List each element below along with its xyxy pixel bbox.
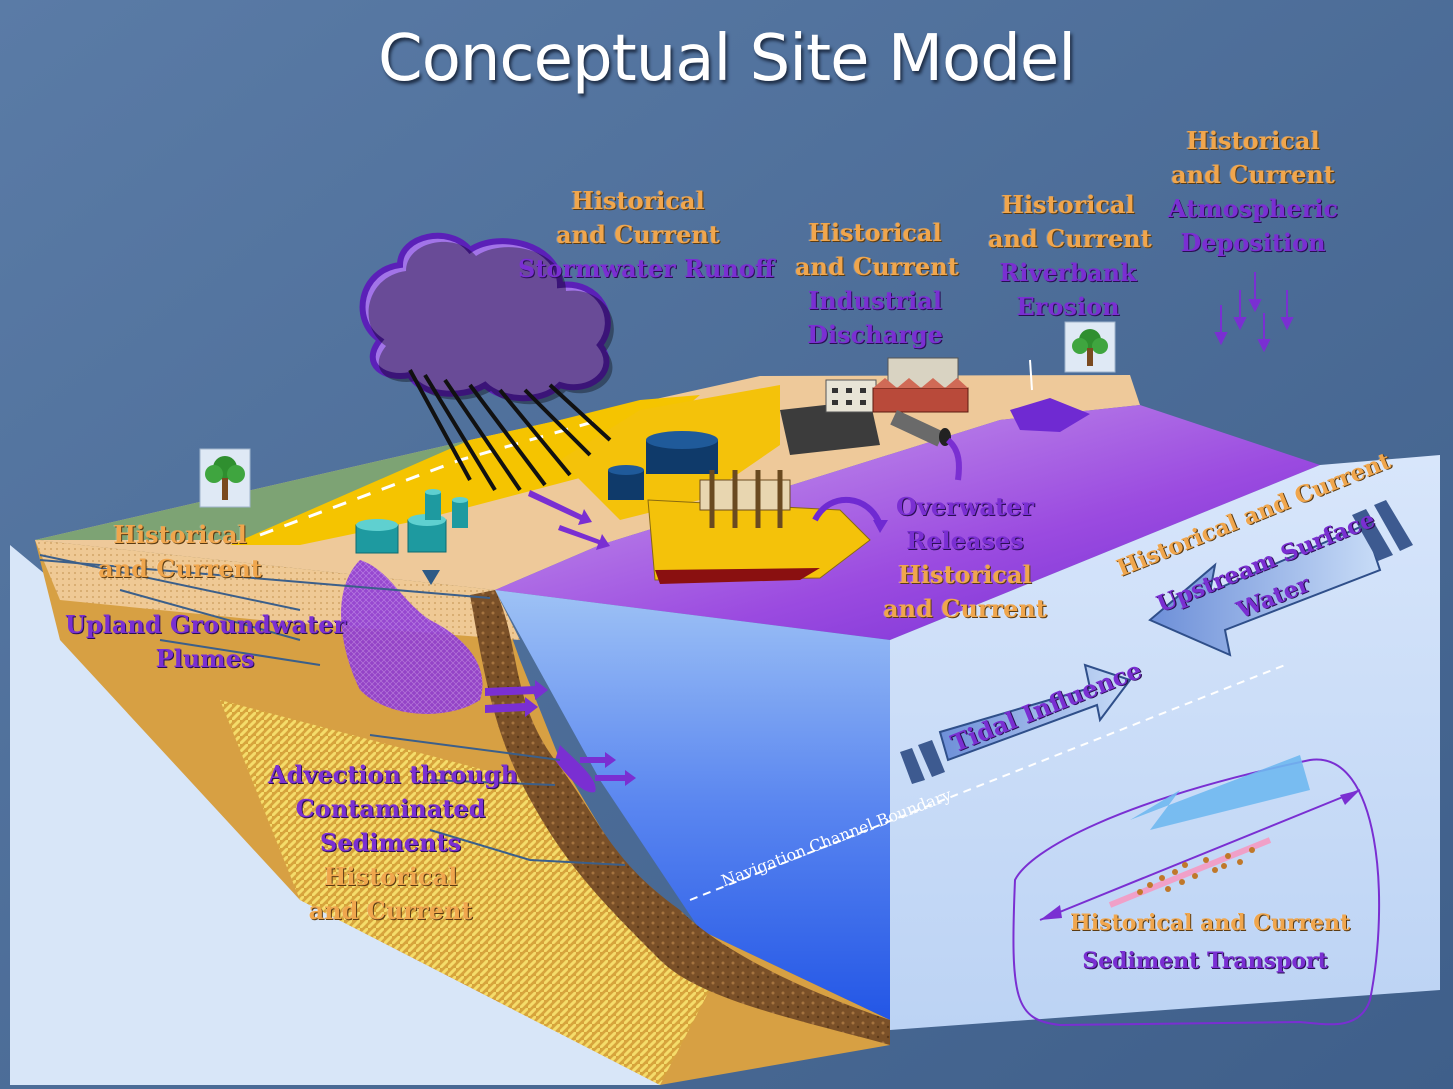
water-column <box>495 590 890 1020</box>
sediment-transport-label: Historical and Current Sediment Transpor… <box>1070 906 1351 978</box>
label-line: Erosion <box>1016 292 1120 321</box>
label-line: Historical <box>808 218 942 247</box>
runoff-arrows <box>528 490 610 550</box>
label-line: Historical <box>1001 190 1135 219</box>
label-line: Upland Groundwater <box>65 610 347 639</box>
overwater-releases-label: Overwater Releases Historical and Curren… <box>880 490 1050 626</box>
ship-icon <box>647 470 888 584</box>
navigation-channel-line <box>689 664 1286 901</box>
label-line: Releases <box>906 526 1024 555</box>
label-line: Sediments <box>319 828 462 857</box>
label-line: Deposition <box>1180 228 1326 257</box>
label-line: Advection through <box>268 760 519 789</box>
water-table-icon <box>422 570 440 585</box>
label-line: Overwater <box>896 492 1034 521</box>
advection-label: Advection through Contaminated Sediments… <box>268 758 519 928</box>
contaminated-sediments <box>470 590 890 1045</box>
tidal-arrow <box>900 663 1132 784</box>
label-line: and Current <box>1171 160 1335 189</box>
label-line: Riverbank <box>999 258 1137 287</box>
label-line: Stormwater Runoff <box>518 254 775 283</box>
discharge-pipe-icon <box>890 410 962 481</box>
erosion-deposit <box>1010 398 1090 432</box>
label-line: Atmospheric <box>1168 194 1339 223</box>
lower-sediment-layer <box>220 700 720 1085</box>
parking-lot <box>780 400 880 455</box>
groundwater-flow-arrows <box>39 554 626 866</box>
tree-icon <box>1064 321 1116 373</box>
upland-historical-label: Historical and Current <box>90 518 270 586</box>
atmospheric-deposition-label: Historical and Current Atmospheric Depos… <box>1168 124 1338 260</box>
label-line: Historical and Current <box>1070 910 1351 936</box>
label-line: and Current <box>988 224 1152 253</box>
storm-cloud-icon <box>359 232 614 492</box>
deposition-arrows <box>1214 272 1294 353</box>
label-line: Industrial <box>808 286 942 315</box>
label-line: Historical <box>113 520 247 549</box>
industrial-discharge-label: Historical and Current Industrial Discha… <box>795 216 959 352</box>
page-title: Conceptual Site Model <box>378 22 1076 96</box>
label-line: Contaminated <box>295 794 486 823</box>
label-line: and Current <box>556 220 720 249</box>
factory-icon <box>825 357 969 413</box>
upstream-arrow <box>1148 500 1413 657</box>
stormwater-runoff-label: Historical and Current Stormwater Runoff <box>518 184 775 286</box>
upland-plumes-label: Upland Groundwater Plumes <box>65 608 347 676</box>
erosion-pointer <box>1029 359 1033 391</box>
label-line: Sediment Transport <box>1082 948 1328 974</box>
tree-icon <box>199 448 251 508</box>
label-line: Historical <box>323 862 458 891</box>
sediment-transport-panel <box>1012 755 1381 1027</box>
groundwater-plume <box>341 560 483 714</box>
sediment-plume <box>555 745 596 793</box>
label-line: and Current <box>883 594 1047 623</box>
discharge-arrows <box>485 680 636 786</box>
riverbank-erosion-label: Historical and Current Riverbank Erosion <box>988 188 1152 324</box>
label-line: Historical <box>1186 126 1320 155</box>
label-line: Discharge <box>807 320 943 349</box>
label-line: Historical <box>571 186 705 215</box>
label-line: Historical <box>898 560 1032 589</box>
label-line: Plumes <box>155 644 255 673</box>
grass-strip <box>35 440 520 540</box>
label-line: and Current <box>98 554 262 583</box>
label-line: and Current <box>308 896 473 925</box>
tank-icon <box>355 431 718 554</box>
label-line: and Current <box>795 252 959 281</box>
